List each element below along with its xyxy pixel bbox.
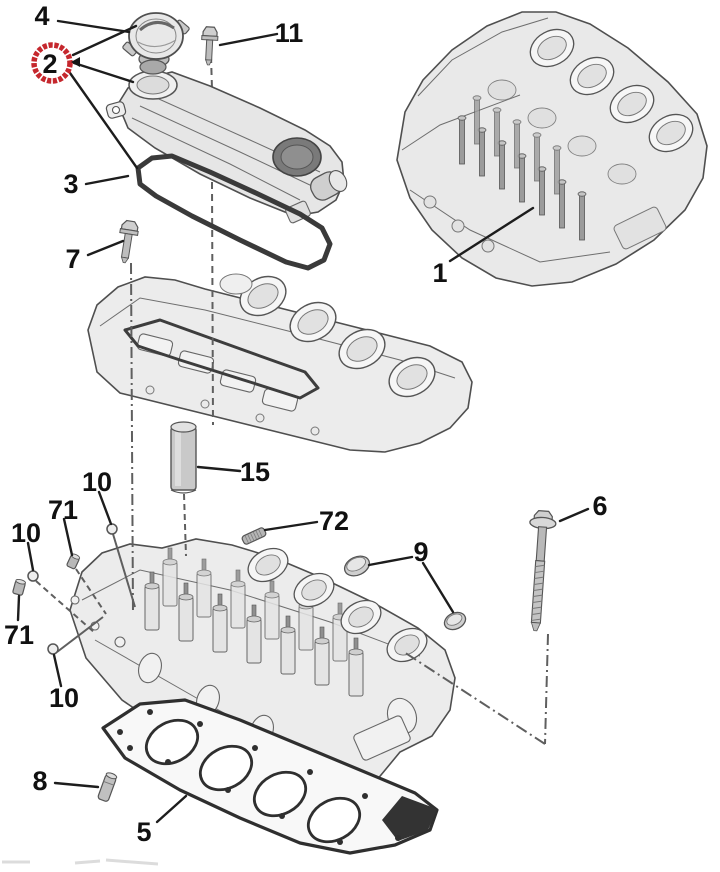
dowel-sleeve-15-drawing [170,421,197,494]
cropped-edge-marks [2,858,159,866]
callout-8: 8 [32,766,47,796]
callout-5: 5 [136,817,151,847]
callout-10-bottom: 10 [49,683,79,713]
leader-3 [84,174,130,186]
ball-10-bottom-insertion-line [56,616,104,653]
bolt-6-projection-diagonal [403,651,546,745]
projection-lines [35,55,549,745]
bolt-7-drawing [119,219,139,264]
callout-2-arrowhead [71,57,80,67]
leader-10-top [97,490,113,526]
dowel-71-lower-drawing [12,578,26,596]
leader-lines [16,19,590,824]
cup-plug-9b-drawing [443,611,467,631]
ball-10-left-drawing [27,570,39,582]
ball-10-bottom-drawing [47,643,59,655]
filler-neck [128,70,178,100]
head-gasket-drawing [101,698,439,855]
leader-4 [56,19,131,34]
pin-8-drawing [97,772,118,802]
leader-1 [448,206,535,263]
callout-3: 3 [63,169,78,199]
cup-plug-9a-drawing [343,555,371,577]
callout-9: 9 [413,537,428,567]
leader-7 [86,239,125,257]
callout-71-upper: 71 [48,495,78,525]
callout-72: 72 [319,506,349,536]
leader-2-to-cap [71,24,138,57]
leader-2-to-cover [72,61,135,84]
dowel-71-upper-insertion-line [75,568,107,615]
callout-6: 6 [592,491,607,521]
callout-10-left: 10 [11,518,41,548]
oil-filler-cap-drawing [122,12,190,75]
callout-4: 4 [34,1,49,31]
callout-1: 1 [432,258,447,288]
leader-10-bottom [52,653,63,688]
breather-port [309,170,348,201]
leader-9a [367,555,414,567]
leader-71-lower [16,594,21,622]
dowel-71-upper-drawing [66,553,81,570]
ball-10-top-insertion-line [112,533,136,608]
leader-10-left [26,541,35,572]
leader-5 [155,794,188,824]
breather-cap [272,137,348,224]
cylinder-head-assembly-drawing [396,11,708,287]
callout-10-top: 10 [82,467,112,497]
ball-10-top-drawing [106,523,118,535]
leader-72 [263,520,319,532]
carrier-seal-strip [123,318,320,400]
bolt-6-centerline [544,633,549,745]
callouts: 4 11 2 3 7 1 15 10 71 10 72 9 6 71 10 8 … [4,1,608,847]
valve-cover-drawing [105,70,348,224]
callout-2: 2 [42,49,57,79]
bolt-6-drawing [529,510,557,632]
camshaft-carrier-drawing [87,268,473,453]
callout-7: 7 [65,244,80,274]
leader-15 [196,465,242,473]
pin-72-drawing [241,527,267,545]
dowel-71-lower-insertion-line [35,580,96,634]
leader-8 [53,781,100,789]
cover-left-tab [105,101,127,119]
sleeve-15-centerline [183,493,187,557]
leader-9b [421,561,455,614]
callout-15: 15 [240,457,270,487]
callout-71-lower: 71 [4,620,34,650]
callout-11: 11 [275,18,304,48]
highlight-circle [31,42,73,84]
leader-6 [558,507,590,523]
bolt-11-drawing [201,26,219,66]
valve-cover-gasket-drawing [135,153,333,271]
leader-2-to-gasket [68,71,139,170]
leader-71-upper [62,517,74,557]
bolt-11-centerline-lower [211,181,214,426]
bolt-7-centerline [130,262,134,615]
leader-11 [218,32,279,47]
